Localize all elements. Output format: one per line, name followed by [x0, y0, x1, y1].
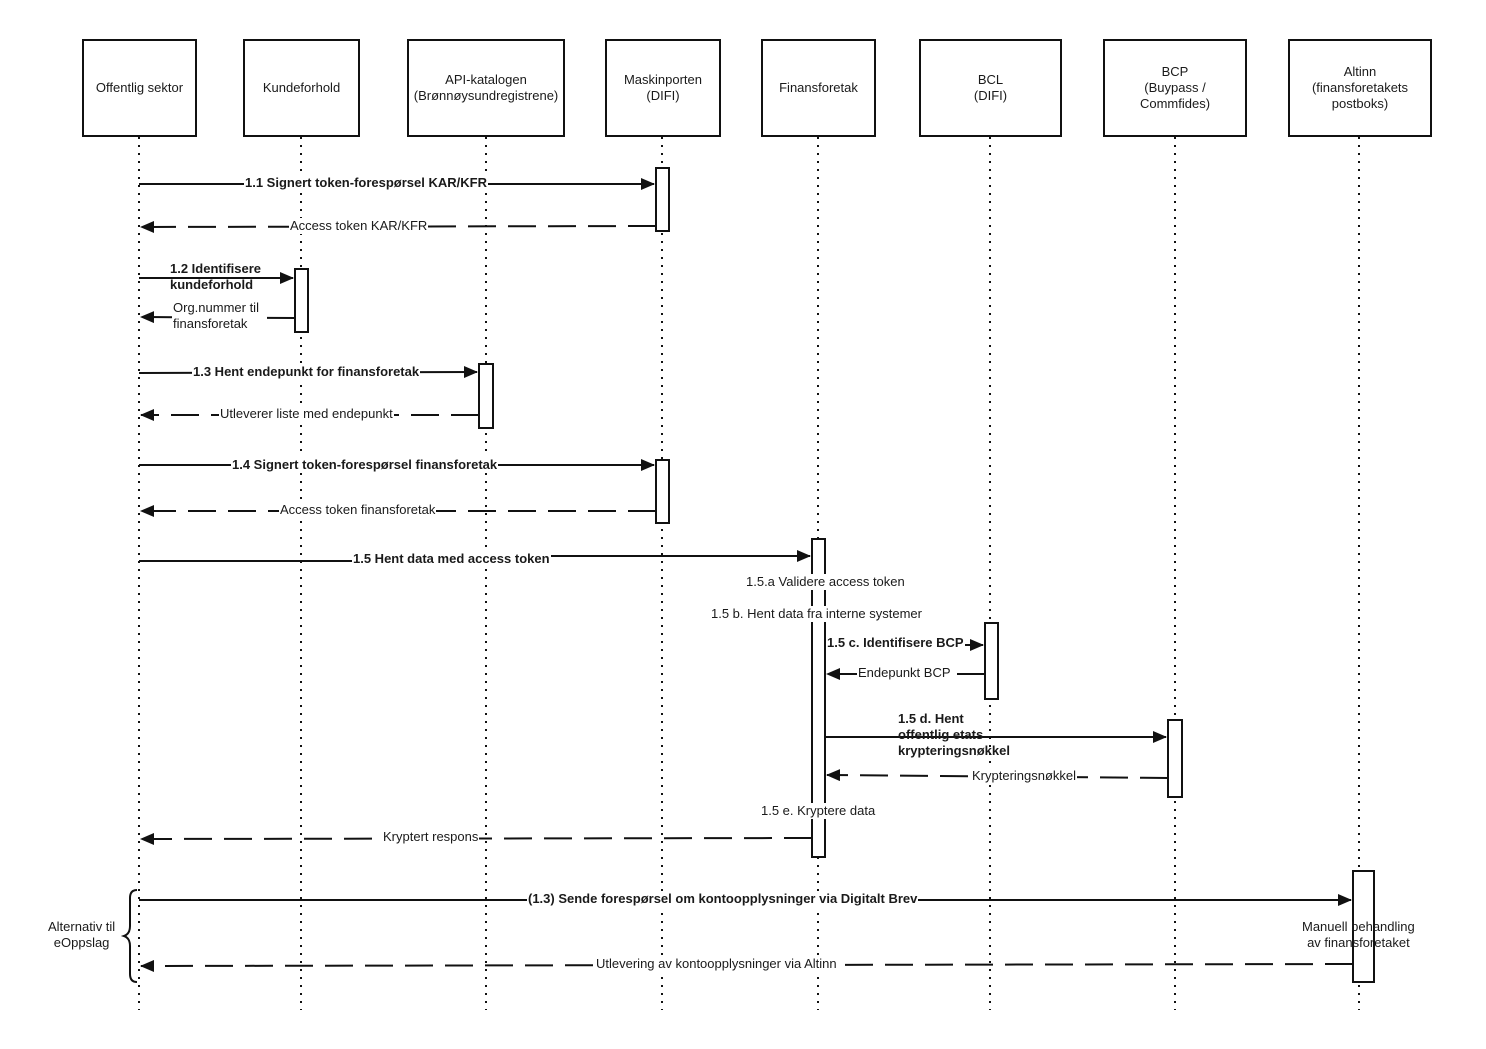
message-label-1-1: 1.1 Signert token-forespørsel KAR/KFR [244, 175, 488, 191]
message-label-kryptert-respons: Kryptert respons [382, 829, 480, 845]
message-label-1-5: 1.5 Hent data med access token [352, 551, 551, 567]
actor-finansforetak: Finansforetak [761, 39, 876, 137]
activation-bcl [984, 622, 999, 700]
message-label-digitalt-brev: (1.3) Sende forespørsel om kontoopplysni… [527, 891, 919, 907]
actor-label: Maskinporten (DIFI) [623, 72, 703, 103]
message-label-1-5-d: 1.5 d. Hent offentlig etats krypteringsn… [898, 711, 1010, 758]
actor-offentlig-sektor: Offentlig sektor [82, 39, 197, 137]
actor-label: Offentlig sektor [95, 80, 184, 95]
note-validate: 1.5.a Validere access token [745, 574, 906, 590]
actor-bcp: BCP (Buypass / Commfides) [1103, 39, 1247, 137]
message-label-1-3: 1.3 Hent endepunkt for finansforetak [192, 364, 421, 380]
message-label-endepunkt-liste: Utleverer liste med endepunkt [219, 406, 394, 422]
message-arrow-org-nummer [140, 311, 296, 324]
activation-kundeforhold [294, 268, 309, 333]
actor-altinn: Altinn (finansforetakets postboks) [1288, 39, 1432, 137]
activation-maskinporten-2 [655, 459, 670, 524]
actor-bcl: BCL (DIFI) [919, 39, 1062, 137]
activation-api-katalogen [478, 363, 494, 429]
message-label-access-token-fin: Access token finansforetak [279, 502, 437, 518]
message-label-endepunkt-bcp: Endepunkt BCP [857, 665, 952, 681]
note-manual: Manuell behandling av finansforetaket [1302, 919, 1415, 950]
actor-label: Finansforetak [779, 80, 858, 95]
alternative-brace [120, 889, 138, 983]
activation-maskinporten-1 [655, 167, 670, 232]
note-internal: 1.5 b. Hent data fra interne systemer [710, 606, 923, 622]
actor-label: API-katalogen (Brønnøysundregistrene) [413, 72, 559, 103]
message-label-1-2: 1.2 Identifisere kundeforhold [170, 261, 262, 292]
note-encrypt: 1.5 e. Kryptere data [760, 803, 877, 819]
actor-label: BCL (DIFI) [973, 72, 1008, 103]
message-label-utlevering-altinn: Utlevering av kontoopplysninger via Alti… [595, 956, 838, 972]
activation-bcp [1167, 719, 1183, 798]
actor-kundeforhold: Kundeforhold [243, 39, 360, 137]
actor-maskinporten: Maskinporten (DIFI) [605, 39, 721, 137]
message-label-krypteringsnokkel: Krypteringsnøkkel [971, 768, 1078, 784]
actor-api-katalogen: API-katalogen (Brønnøysundregistrene) [407, 39, 565, 137]
note-alternative: Alternativ til eOppslag [48, 919, 116, 950]
message-label-1-5-c: 1.5 c. Identifisere BCP [826, 635, 965, 651]
actor-label: Altinn (finansforetakets postboks) [1311, 64, 1409, 111]
message-label-1-4: 1.4 Signert token-forespørsel finansfore… [231, 457, 499, 473]
actor-label: Kundeforhold [262, 80, 341, 95]
message-label-access-token-kar: Access token KAR/KFR [289, 218, 429, 234]
actor-label: BCP (Buypass / Commfides) [1139, 64, 1211, 111]
message-label-org-nummer: Org.nummer til finansforetak [172, 300, 260, 332]
activation-altinn [1352, 870, 1375, 983]
